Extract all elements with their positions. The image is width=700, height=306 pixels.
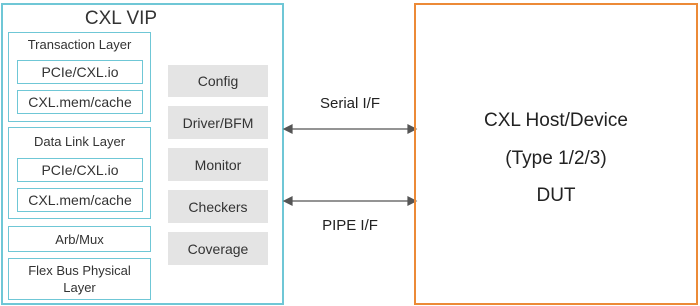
serial-if-arrow-right-head <box>407 124 418 134</box>
dut-line-dut: DUT <box>536 185 576 206</box>
coverage-module: Coverage <box>168 232 268 265</box>
cxl-vip-box <box>1 3 284 305</box>
transaction-layer-title: Transaction Layer <box>27 37 132 52</box>
pipe-if-label: PIPE I/F <box>322 217 378 234</box>
monitor-module: Monitor <box>168 148 268 181</box>
transaction-pcie-cxl-io: PCIe/CXL.io <box>17 60 143 84</box>
serial-if-label: Serial I/F <box>319 95 380 112</box>
config-module: Config <box>168 65 268 97</box>
data-link-pcie-cxl-io: PCIe/CXL.io <box>17 158 143 182</box>
data-link-layer-title: Data Link Layer <box>33 134 126 149</box>
data-link-layer-box: Data Link Layer PCIe/CXL.io CXL.mem/cach… <box>8 127 151 219</box>
pipe-if-arrow-left-head <box>282 196 293 206</box>
arb-mux-box: Arb/Mux <box>8 226 151 252</box>
dut-box <box>414 3 698 305</box>
pipe-if-arrow-right-head <box>407 196 418 206</box>
dut-line-host-device: CXL Host/Device <box>484 110 628 131</box>
flex-bus-line-2: Layer <box>63 280 96 295</box>
driver-bfm-module: Driver/BFM <box>168 106 268 139</box>
transaction-layer-box: Transaction Layer PCIe/CXL.io CXL.mem/ca… <box>8 32 151 122</box>
cxl-vip-title: CXL VIP <box>84 8 158 29</box>
transaction-cxl-mem-cache: CXL.mem/cache <box>17 90 143 114</box>
data-link-cxl-mem-cache: CXL.mem/cache <box>17 188 143 212</box>
checkers-module: Checkers <box>168 190 268 223</box>
flex-bus-line-1: Flex Bus Physical <box>28 263 131 278</box>
serial-if-arrow-left-head <box>282 124 293 134</box>
flex-bus-physical-layer-box: Flex Bus Physical Layer <box>8 258 151 300</box>
dut-line-type: (Type 1/2/3) <box>505 148 607 169</box>
